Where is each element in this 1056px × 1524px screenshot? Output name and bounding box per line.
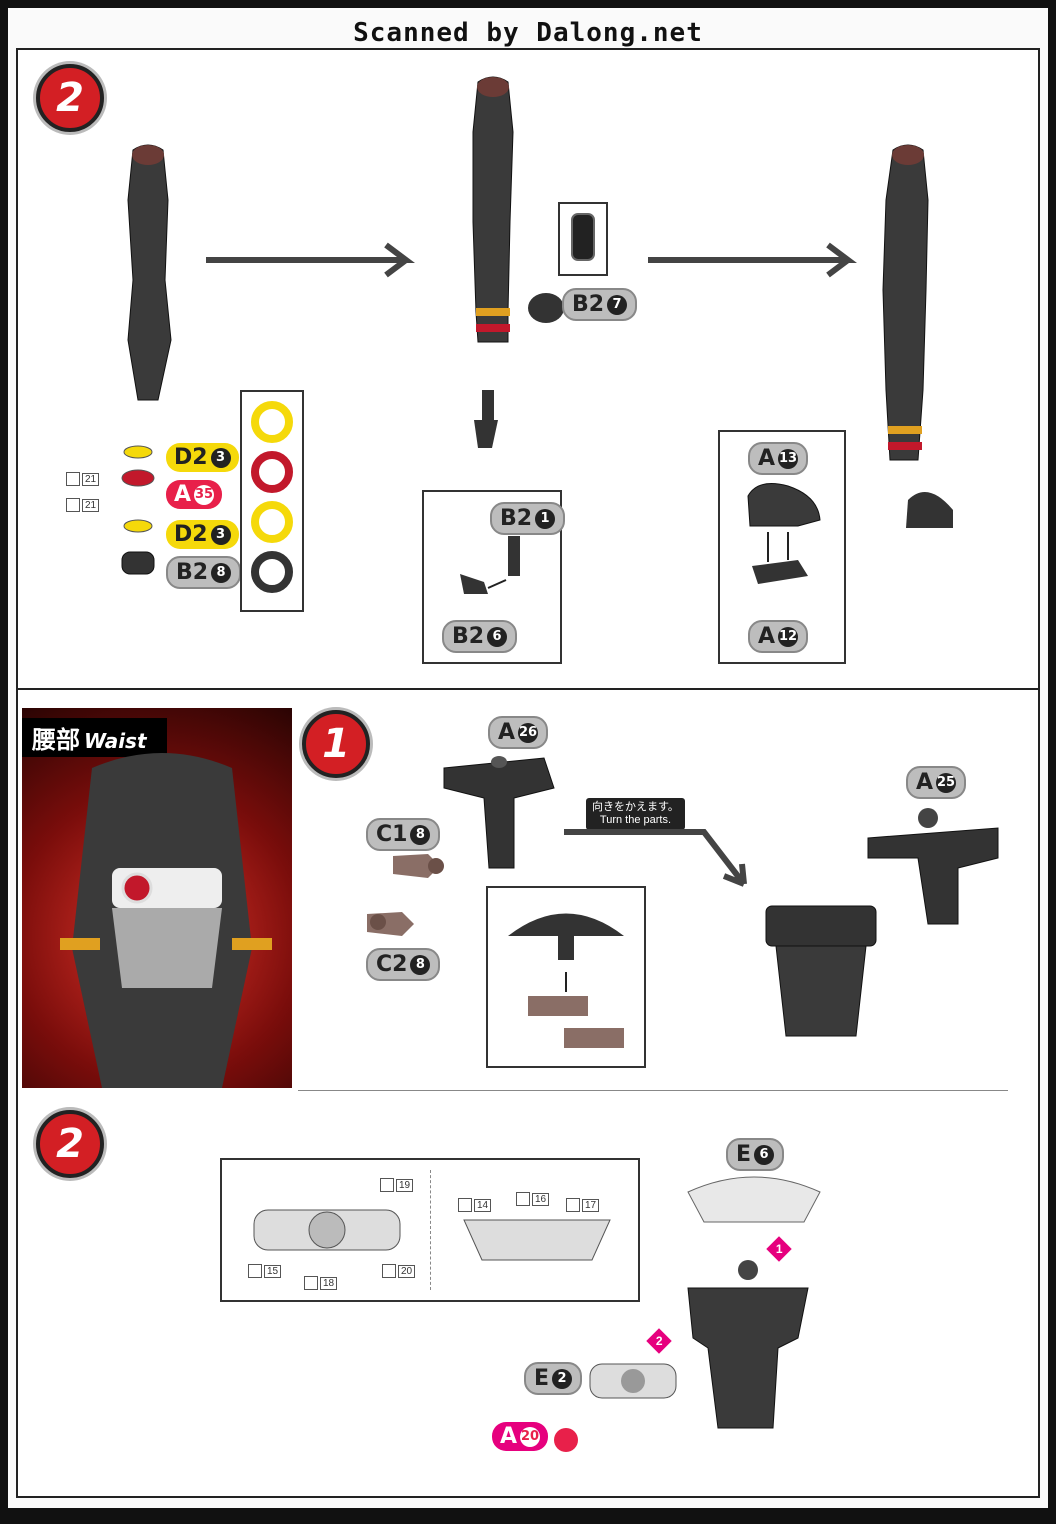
flow-arrow xyxy=(648,242,857,278)
sticker-icon xyxy=(566,1198,580,1212)
sticker-guide-box xyxy=(220,1158,640,1302)
arm-illustration-1 xyxy=(127,144,172,401)
cover-part xyxy=(528,293,564,323)
ring-detail-box xyxy=(240,390,304,612)
sticker-icon xyxy=(66,498,80,512)
box-divider xyxy=(430,1170,431,1290)
sticker-ref: 21 xyxy=(66,472,100,486)
arm-illustration-2 xyxy=(472,76,514,343)
waist-assembly-intermediate xyxy=(765,905,877,1037)
sticker-icon xyxy=(516,1192,530,1206)
sticker-icon xyxy=(248,1264,262,1278)
waist-step2-badge: 2 xyxy=(36,1110,104,1178)
flow-arrow xyxy=(564,829,747,887)
buckle-back-illustration xyxy=(463,1219,611,1261)
sticker-icon xyxy=(382,1264,396,1278)
figure-torso-illustration xyxy=(60,753,272,1088)
sticker-ref: 14 xyxy=(458,1198,492,1212)
joint-part-c2 xyxy=(367,912,414,936)
sticker-ref: 18 xyxy=(304,1276,338,1290)
section-divider xyxy=(298,1090,1008,1091)
sticker-ref: 17 xyxy=(566,1198,600,1212)
ring-parts-stack xyxy=(121,445,155,575)
joint-detail-box-waist xyxy=(486,886,646,1068)
red-gem-part xyxy=(554,1428,578,1452)
cover-detail-illustration xyxy=(571,213,595,261)
arm-illustration-3 xyxy=(882,144,953,528)
ring-detail-illustration xyxy=(251,401,293,593)
buckle-front-illustration xyxy=(253,1209,401,1251)
waist-step1-badge: 1 xyxy=(302,710,370,778)
joint-parts-illustration xyxy=(460,536,520,594)
belt-part-e6 xyxy=(687,1176,821,1223)
flow-arrow xyxy=(206,242,415,278)
cover-detail-box xyxy=(558,202,608,276)
sticker-ref: 19 xyxy=(380,1178,414,1192)
joint-part-c1 xyxy=(393,854,444,878)
sticker-ref: 21 xyxy=(66,498,100,512)
sticker-ref: 15 xyxy=(248,1264,282,1278)
sticker-icon xyxy=(380,1178,394,1192)
sticker-ref: 20 xyxy=(382,1264,416,1278)
sticker-icon xyxy=(66,472,80,486)
waist-part-a25 xyxy=(867,808,999,925)
scanner-credit: Scanned by Dalong.net xyxy=(353,18,703,48)
waist-part-a26 xyxy=(443,756,555,869)
buckle-part-e2 xyxy=(589,1363,677,1399)
hand-parts-illustration xyxy=(747,483,821,584)
waist-assembly-final xyxy=(687,1260,809,1429)
sticker-icon xyxy=(458,1198,472,1212)
turn-parts-note: 向きをかえます。 Turn the parts. xyxy=(586,798,685,830)
sticker-ref: 16 xyxy=(516,1192,550,1206)
joint-detail-illustration xyxy=(508,913,624,1048)
step-badge: 2 xyxy=(36,64,104,132)
sticker-icon xyxy=(304,1276,318,1290)
wrist-joint-part xyxy=(474,390,498,448)
